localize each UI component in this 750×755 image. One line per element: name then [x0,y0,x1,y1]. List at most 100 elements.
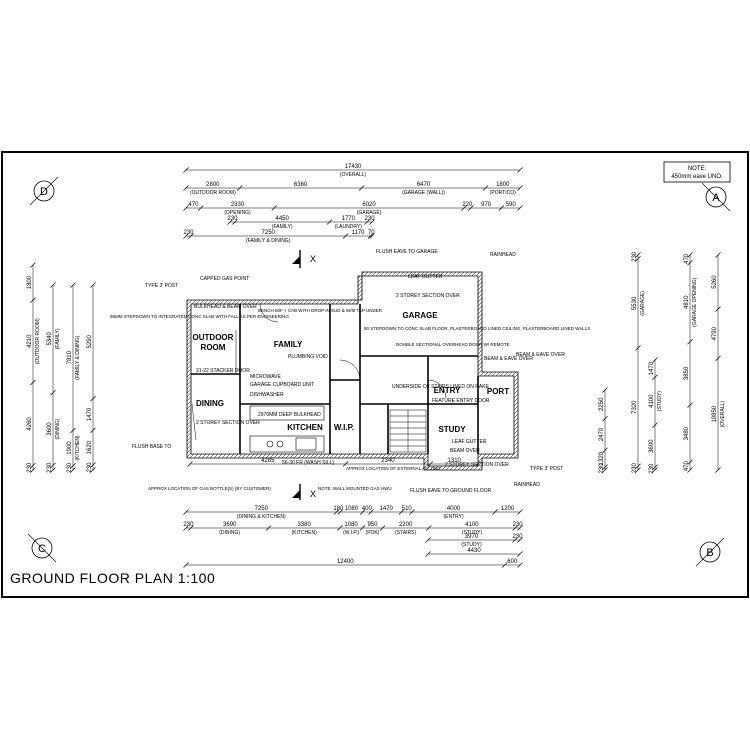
note-two-storey-dining: 2 STOREY SECTION OVER [196,420,260,426]
dim-bottom-b1-value: 4285 [261,458,275,464]
stairs [389,409,427,453]
door-swings [191,303,447,441]
dim-top-r2-value: 2330 [231,202,245,208]
dim-right-r3-value: 1470 [649,361,655,375]
note-stacker: 21-22 STACKER DOOR [196,368,250,374]
note-understairs: UNDERSIDE OF STAIRS LINED ON RAKE [392,384,490,390]
dim-bottom-b3-value: 3690 [223,522,237,528]
dim-left-l3-value: 7810 [67,350,73,364]
dim-right-r4-value: 470 [684,253,690,264]
note-flush-eave-ground: FLUSH EAVE TO GROUND FLOOR [410,488,492,494]
dim-top-overall-label: (OVERALL) [340,172,367,178]
note-box: NOTE: 450mm eave UNO. [663,161,731,183]
note-gas-bottles: APPROX LOCATION OF GAS BOTTLE(S) (BY CUS… [148,486,271,491]
dim-bottom-b2-label: (ENTRY) [443,514,464,520]
room-label-outdoor-2: ROOM [201,343,226,352]
dim-right-r5-value: 4790 [712,326,718,340]
dim-bottom-b2-value: 1200 [501,506,515,512]
dim-right-r4-value: 4810 [684,295,690,309]
dim-top-r2-value: 220 [462,202,473,208]
section-marker-bottom: X [292,484,316,500]
dim-left-l2-value: 5340 [47,332,53,346]
note-two-storey-study: 2 STOREY SECTION OVER [445,462,509,468]
dim-top-r1-label: (OUTDOOR ROOM) [190,190,236,196]
room-label-study: STUDY [438,425,466,434]
dim-top-r2-value: 470 [188,202,199,208]
dim-top-overall: 17430(OVERALL) [183,164,523,178]
note-leaf-gutter-study: LEAF GUTTER [452,439,487,445]
dim-left-l1-label: (OUTDOOR ROOM) [35,318,41,364]
dim-left-l1-value: 4210 [27,334,33,348]
note-wall-gas-hwu: NOTE: WALL MOUNTED GAS HWU [318,486,392,491]
dim-left-l3-value: 230 [67,462,73,473]
building: X X OUTDOOR ROOM FAMILY GARAGE DINING KI… [110,249,590,500]
note-heading: NOTE: [688,166,707,172]
dim-bottom-b3-label: (DINING) [219,530,240,536]
dim-right-r4-value: 470 [684,460,690,471]
dim-bottom-b6-value: 12400 [337,559,354,565]
note-two-storey-garage: 2 STOREY SECTION OVER [396,293,460,299]
note-garage-cupboard: GARAGE CUPBOARD UNIT [250,382,314,388]
dim-left-l3: 7810(FAMILY & DINING) 1900(KITCHEN)230 [67,282,81,473]
note-leaf-gutter-top: LEAF GUTTER [408,274,443,280]
dim-bottom-b2-value: 7250 [255,506,269,512]
note-feature-door: FEATURE ENTRY DOOR [432,398,490,404]
dim-right-r2-value: 2470 [599,427,605,441]
dim-right-r2-value: 230 [599,463,605,474]
dim-top-r4-value: 7250 [262,230,276,236]
dim-top-r1-value: 1800 [496,182,510,188]
dim-bottom-b6: 12400 600 [183,559,523,568]
dim-left-l3-label: (FAMILY & DINING) [75,335,81,380]
dim-right-r3-label: (STUDY) [657,391,663,412]
dim-bottom-b3-value: 230 [183,522,194,528]
dim-top-r1-value: 6360 [294,182,308,188]
dim-bottom-b6-value: 600 [507,559,518,565]
room-label-dining: DINING [196,399,224,408]
note-ac-unit: APPROX LOCATION OF EXTERNAL A/C UNIT [346,466,442,471]
dim-bottom-b1-value: 2340 [381,458,395,464]
dim-bottom-b4-label: (STUDY) [461,542,482,548]
note-type-post-right: TYPE 3' POST [530,466,563,472]
dim-bottom-b1-value: 1310 [448,458,462,464]
dim-right-r3-value: 4100 [649,394,655,408]
note-flush-eave-garage: FLUSH EAVE TO GARAGE [376,249,438,255]
dim-top-r1-value: 6470 [417,182,431,188]
dim-bottom-b3-value: 230 [513,522,524,528]
dim-right-r3-value: 3600 [649,439,655,453]
grid-marker-d: D [29,176,59,206]
note-bedroom-wall: BEAM & EAVE OVER [516,352,565,358]
note-text: 450mm eave UNO. [671,174,723,180]
dim-left-l3-label: (KITCHEN) [75,435,81,461]
dim-left-l3-value: 1900 [67,441,73,455]
dim-top-r4-label: (FAMILY & DINING) [246,238,291,244]
dim-right-r1-value: 230 [632,462,638,473]
dim-bottom-b3-label: (STAIRS) [395,530,416,536]
dim-bottom-b2-value: 400 [362,506,373,512]
note-bulkhead-deep: 2970MM DEEP BULKHEAD [258,412,321,418]
dim-left-l1-value: 1800 [27,275,33,289]
dim-bottom-b3-label: (STUDY) [462,530,483,536]
dim-bottom-b3-label: (POK) [366,530,380,536]
dim-left-l4-value: 5290 [87,335,93,349]
dim-top-r4-value: 1170 [352,230,366,236]
annotations: FLUSH EAVE TO GARAGE RAINHEAD LEAF GUTTE… [110,249,590,494]
note-wash-sill: 56-30 FR (WASH SILL) [282,460,334,466]
dim-bottom-b2-value: 1470 [380,506,394,512]
note-beam-over: BEAM & EAVE OVER [484,356,533,362]
note-rainhead-top: RAINHEAD [490,252,516,258]
svg-text:B: B [706,547,713,559]
grid-marker-a: A [701,182,731,212]
dim-right-r1-value: 7320 [632,400,638,414]
dim-left-l2-value: 230 [47,462,53,473]
